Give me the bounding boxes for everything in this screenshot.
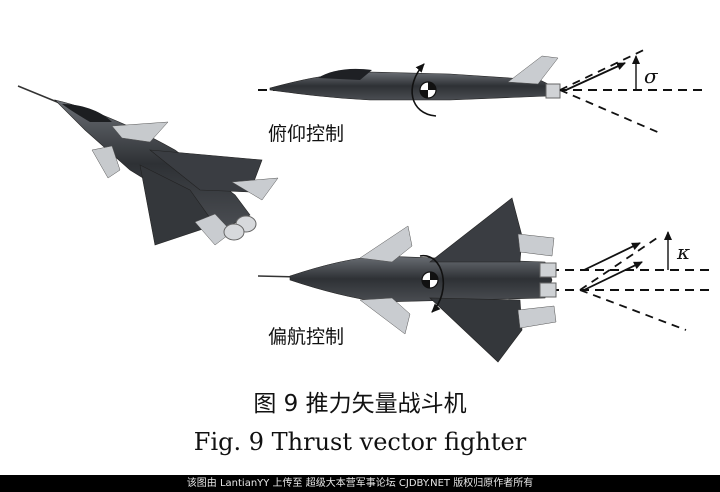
sigma-symbol: σ — [644, 64, 658, 88]
fighter-side-view — [258, 47, 704, 135]
fighter-top-view — [257, 197, 710, 363]
figure-caption-chinese: 图 9 推力矢量战斗机 — [253, 391, 467, 417]
fighter-oblique-view — [17, 85, 279, 246]
watermark-footer: 该图由 LantianYY 上传至 超级大本营军事论坛 CJDBY.NET 版权… — [0, 475, 720, 492]
figure-caption-english: Fig. 9 Thrust vector fighter — [193, 428, 527, 456]
pitch-control-label: 俯仰控制 — [268, 123, 345, 145]
yaw-control-label: 偏航控制 — [268, 326, 345, 348]
kappa-symbol: κ — [677, 240, 691, 264]
